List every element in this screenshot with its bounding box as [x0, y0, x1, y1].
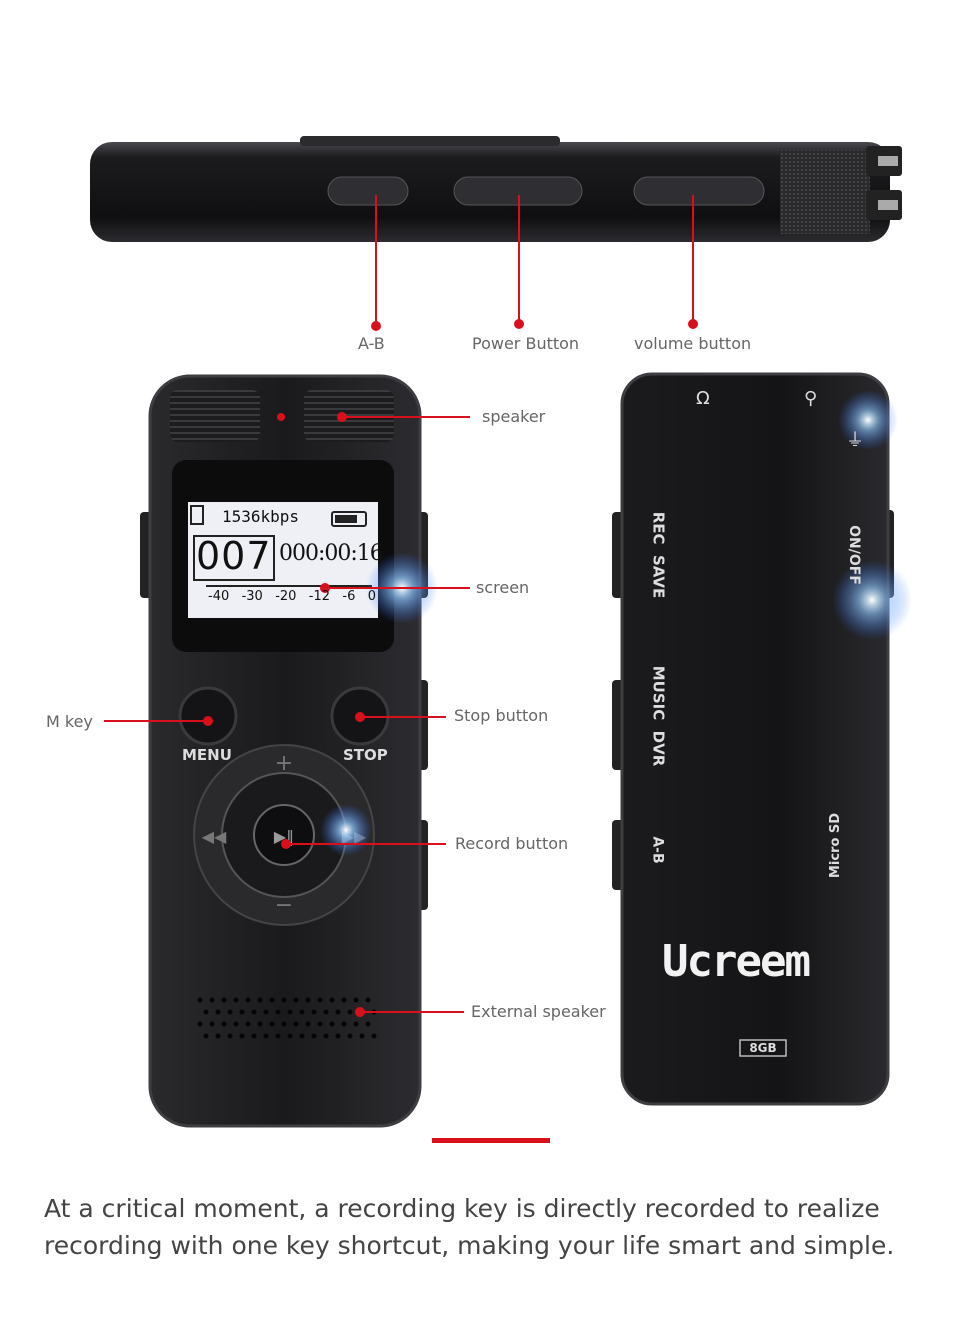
m-key-callout: M key [46, 712, 93, 731]
red-divider [432, 1138, 550, 1143]
music-dvr-label: MUSIC DVR [649, 665, 667, 767]
back-view-illustration: Ω ⚲ ⏚ [612, 372, 912, 1106]
record-play-button[interactable] [253, 804, 315, 866]
rec-save-label-wrap: REC SAVE [648, 500, 668, 610]
scale-tick: -40 [208, 589, 230, 604]
scale-tick: -20 [275, 589, 297, 604]
svg-text:◀◀: ◀◀ [202, 827, 227, 846]
headphone-icon: Ω [696, 388, 710, 409]
ab-back-label: A-B [650, 836, 667, 864]
svg-text:+: + [275, 751, 293, 776]
scale-tick: -30 [241, 589, 263, 604]
music-dvr-label-wrap: MUSIC DVR [648, 664, 668, 768]
caption: At a critical moment, a recording key is… [44, 1190, 924, 1264]
rec-save-label: REC SAVE [649, 511, 667, 599]
screen-time: 000:00:16 [279, 541, 384, 566]
on-off-label: ON/OFF [846, 525, 863, 585]
brand-logo: Ucreem [662, 936, 811, 987]
micro-sd-label-wrap: Micro SD [826, 810, 846, 880]
front-view-illustration: + − ◀◀ ▶▶ ▶‖ [104, 374, 470, 1128]
recorder-back-body [620, 372, 890, 1106]
caption-line-1: At a critical moment, a recording key is… [44, 1194, 880, 1223]
stop-label: STOP [343, 746, 388, 764]
microphone-icon: ⚲ [804, 388, 817, 409]
capacity-label: 8GB [749, 1041, 777, 1055]
speaker-callout: speaker [482, 407, 546, 426]
screen-bitrate: 1536kbps [222, 507, 300, 526]
ab-side-button[interactable] [327, 176, 409, 206]
power-button-label: Power Button [472, 334, 580, 353]
external-speaker-callout: External speaker [471, 1002, 606, 1021]
micro-sd-label: Micro SD [828, 812, 844, 878]
volume-side-button[interactable] [633, 176, 765, 206]
record-button-callout: Record button [455, 834, 569, 853]
mic-grille [780, 150, 870, 234]
screen-level-scale: -40 -30 -20 -12 -6 0 [208, 589, 376, 604]
scale-tick: -6 [342, 589, 356, 604]
file-icon [190, 505, 204, 525]
scale-tick: 0 [367, 589, 376, 604]
ab-label: A-B [358, 334, 385, 353]
top-view-illustration [90, 136, 902, 331]
stop-button-callout: Stop button [454, 706, 549, 725]
screen-callout: screen [476, 578, 530, 597]
led-indicator [277, 413, 285, 421]
volume-button-label: volume button [634, 334, 752, 353]
on-off-label-wrap: ON/OFF [844, 520, 864, 590]
top-speaker-left [170, 390, 260, 442]
scale-tick: -12 [308, 589, 331, 604]
svg-text:−: − [275, 893, 293, 918]
caption-line-2: recording with one key shortcut, making … [44, 1231, 895, 1260]
screen-track-number: 007 [196, 534, 272, 578]
menu-label: MENU [182, 746, 232, 764]
ab-back-label-wrap: A-B [648, 830, 668, 870]
usb-icon: ⏚ [846, 430, 864, 451]
external-speaker-grille [197, 997, 377, 1039]
